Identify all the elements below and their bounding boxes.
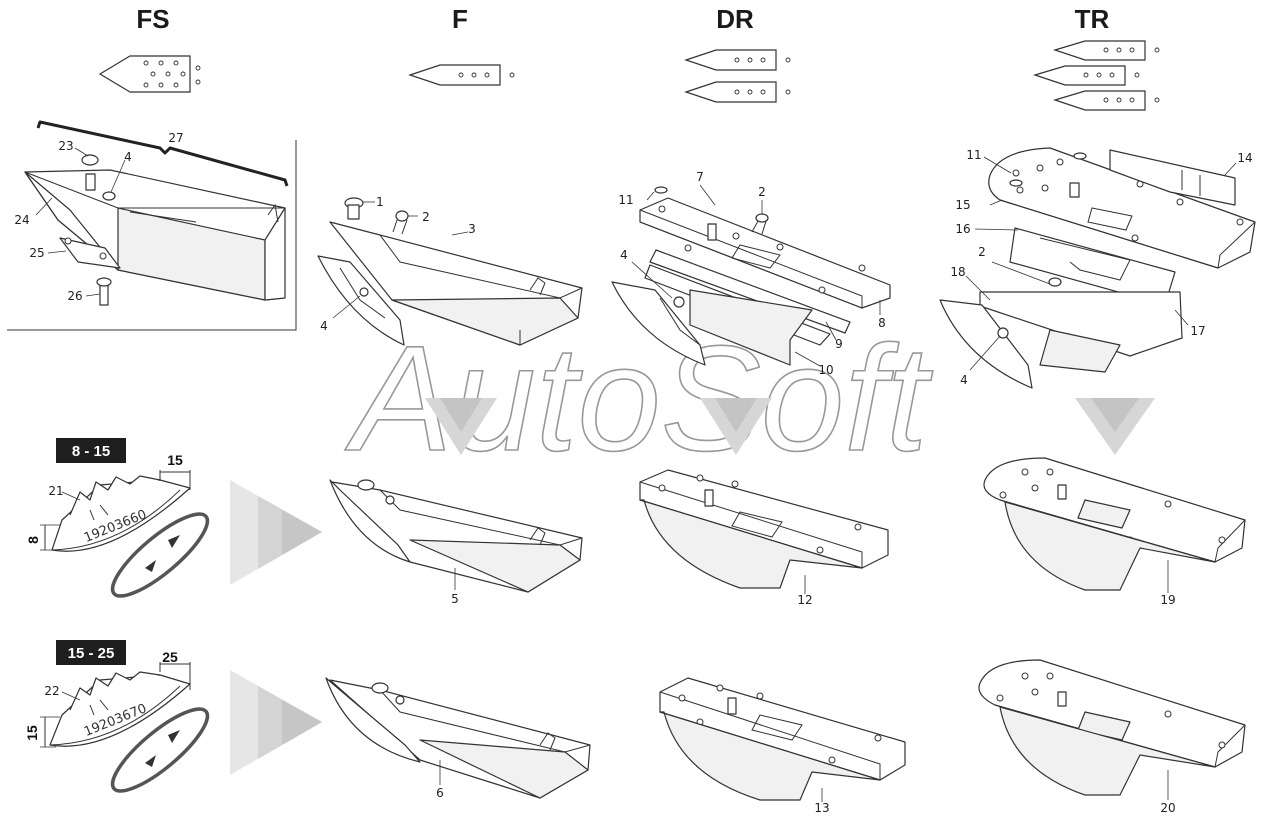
callout-11b: 11 (966, 148, 981, 162)
callout-6: 6 (436, 786, 444, 800)
column-header-dr: DR (716, 4, 754, 34)
callout-1: 1 (376, 195, 384, 209)
height-dim-small: 8 (25, 536, 41, 544)
callout-7: 7 (696, 170, 704, 184)
arrow-down-tr (1075, 398, 1155, 455)
callout-4c: 4 (620, 248, 628, 262)
range-badge-large: 15 - 25 (68, 645, 115, 662)
callout-26: 26 (67, 289, 82, 303)
height-dim-large: 15 (24, 725, 40, 741)
arrow-down-dr (700, 398, 772, 455)
blade-icon-f (408, 64, 515, 86)
callout-2b: 2 (758, 185, 766, 199)
callout-19: 19 (1160, 593, 1175, 607)
arrow-right-large (230, 670, 322, 775)
callout-5: 5 (451, 592, 459, 606)
range-badge-small: 8 - 15 (72, 443, 110, 460)
callout-15: 15 (955, 198, 970, 212)
dr-exploded-assembly (611, 184, 891, 367)
callout-22: 22 (44, 684, 59, 698)
callout-8: 8 (878, 316, 886, 330)
tr-exploded-assembly (939, 147, 1256, 389)
fs-exploded-assembly (7, 120, 297, 331)
callout-2a: 2 (422, 210, 430, 224)
f-exploded-assembly (317, 197, 583, 346)
blade-icon-fs (98, 55, 201, 93)
callout-21: 21 (48, 484, 63, 498)
callout-24: 24 (14, 213, 29, 227)
blade-icon-tr (1033, 40, 1160, 111)
callout-11a: 11 (618, 193, 633, 207)
callout-20: 20 (1160, 801, 1175, 815)
callout-2c: 2 (978, 245, 986, 259)
callout-23: 23 (58, 139, 73, 153)
callout-4d: 4 (960, 373, 968, 387)
callout-12: 12 (797, 593, 812, 607)
dr-assembled-large (659, 677, 906, 802)
tr-assembled-small (983, 457, 1246, 593)
callout-10: 10 (818, 363, 833, 377)
range-panel-small (40, 438, 210, 598)
blade-icon-dr (684, 49, 791, 103)
callout-17: 17 (1190, 324, 1205, 338)
callout-13: 13 (814, 801, 829, 815)
column-header-tr: TR (1075, 4, 1110, 34)
callout-16: 16 (955, 222, 970, 236)
callout-9: 9 (835, 337, 843, 351)
arrow-down-f (425, 398, 497, 455)
tr-assembled-large (978, 659, 1246, 800)
f-assembled-large (325, 677, 591, 799)
callout-27: 27 (168, 131, 183, 145)
column-header-f: F (452, 4, 468, 34)
callout-25: 25 (29, 246, 44, 260)
dr-assembled-small (639, 469, 889, 594)
width-dim-large: 25 (162, 649, 178, 665)
f-assembled-small (329, 479, 583, 593)
callout-14: 14 (1237, 151, 1252, 165)
callout-18: 18 (950, 265, 965, 279)
width-dim-small: 15 (167, 452, 183, 468)
callout-4b: 4 (320, 319, 328, 333)
callout-4a: 4 (124, 150, 132, 164)
column-header-fs: FS (136, 4, 169, 34)
callout-3: 3 (468, 222, 476, 236)
range-panel-large (40, 640, 210, 793)
arrow-right-small (230, 480, 322, 585)
